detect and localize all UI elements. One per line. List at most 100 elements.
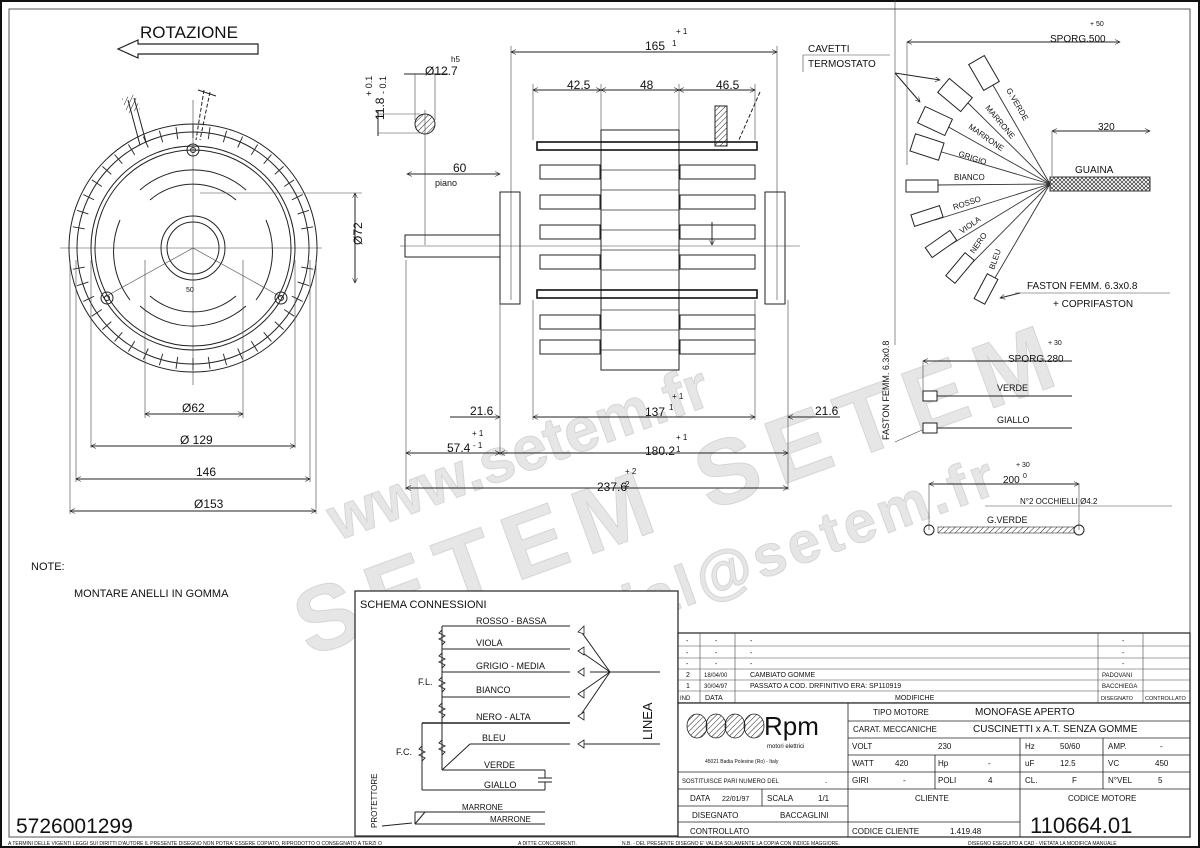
rpm-logo: Rpm motori elettrici 45021 Badia Polesin… (686, 711, 819, 765)
front-view: 50 Ø72 Ø62 Ø 129 146 Ø153 (60, 89, 365, 514)
rotation-arrow-icon (116, 39, 259, 59)
svg-text:VERDE: VERDE (997, 383, 1028, 393)
svg-text:-: - (686, 661, 689, 668)
svg-text:1: 1 (672, 39, 677, 48)
svg-text:CUSCINETTI x A.T. SENZA GOMME: CUSCINETTI x A.T. SENZA GOMME (973, 724, 1138, 735)
svg-text:GIRI: GIRI (852, 776, 868, 785)
svg-text:+ 30: + 30 (1016, 462, 1030, 469)
svg-text:Ø153: Ø153 (194, 497, 224, 511)
svg-text:A DITTE CONCORRENTI.: A DITTE CONCORRENTI. (518, 841, 577, 847)
svg-text:VOLT: VOLT (852, 742, 872, 751)
svg-text:165: 165 (645, 39, 665, 53)
svg-text:h5: h5 (451, 55, 460, 64)
svg-text:PADOVANI: PADOVANI (1102, 673, 1132, 679)
svg-text:+ COPRIFASTON: + COPRIFASTON (1053, 299, 1133, 310)
svg-text:G.VERDE: G.VERDE (1004, 87, 1030, 123)
notes-title: NOTE: (31, 561, 65, 573)
svg-text:18/04/00: 18/04/00 (704, 673, 728, 679)
svg-text:+ 1: + 1 (676, 27, 688, 36)
svg-text:Ø 129: Ø 129 (180, 433, 213, 447)
svg-text:50: 50 (186, 287, 194, 294)
svg-text:200: 200 (1003, 475, 1020, 486)
svg-text:ROTAZIONE: ROTAZIONE (140, 23, 238, 42)
svg-text:CODICE MOTORE: CODICE MOTORE (1068, 794, 1136, 803)
svg-text:PROTETTORE: PROTETTORE (370, 773, 379, 828)
drawing-number: 5726001299 (16, 815, 133, 838)
svg-text:-: - (988, 759, 991, 768)
svg-text:FASTON FEMM. 6.3x0.8: FASTON FEMM. 6.3x0.8 (1027, 281, 1138, 292)
svg-text:-: - (1160, 742, 1163, 751)
svg-text:0: 0 (1023, 473, 1027, 480)
svg-text:+ 0.1: + 0.1 (364, 76, 374, 96)
svg-text:180.2: 180.2 (645, 444, 675, 458)
svg-text:CONTROLLATO: CONTROLLATO (690, 827, 749, 836)
svg-text:MODIFICHE: MODIFICHE (895, 695, 935, 702)
svg-text:N°2 OCCHIELLI Ø4.2: N°2 OCCHIELLI Ø4.2 (1020, 497, 1098, 506)
svg-text:CLIENTE: CLIENTE (915, 794, 949, 803)
svg-text:NERO - ALTA: NERO - ALTA (476, 712, 531, 722)
svg-text:DISEGNATO: DISEGNATO (1101, 696, 1134, 702)
svg-text:-: - (715, 650, 718, 657)
svg-text:F.L.: F.L. (418, 677, 433, 687)
svg-text:G.VERDE: G.VERDE (987, 515, 1028, 525)
svg-text:BIANCO: BIANCO (954, 173, 985, 182)
svg-text:CARAT. MECCANICHE: CARAT. MECCANICHE (853, 725, 937, 734)
svg-text:Hp: Hp (938, 759, 949, 768)
svg-text:ROSSO: ROSSO (952, 194, 982, 211)
svg-text:1: 1 (676, 445, 681, 454)
svg-text:60: 60 (453, 161, 467, 175)
svg-text:DISEGNO ESEGUITO A CAD - VIETA: DISEGNO ESEGUITO A CAD - VIETATA LA MODI… (968, 841, 1117, 847)
capacitor-leads: FASTON FEMM. 6.3x0.8 + 30 SPORG.280 VERD… (881, 0, 1072, 443)
svg-text:Ø72: Ø72 (351, 222, 365, 245)
svg-text:CAVETTI: CAVETTI (808, 44, 849, 55)
svg-text:+ 1: + 1 (672, 392, 684, 401)
svg-text:F.C.: F.C. (396, 747, 412, 757)
lead-wires: CAVETTI TERMOSTATO + 50 SPORG.500 320 GU… (802, 21, 1170, 310)
svg-text:Hz: Hz (1025, 742, 1035, 751)
svg-text:+ 1: + 1 (676, 433, 688, 442)
svg-text:MONOFASE APERTO: MONOFASE APERTO (975, 707, 1075, 718)
svg-text:2: 2 (686, 672, 690, 679)
connection-schema: SCHEMA CONNESSIONI (354, 590, 679, 837)
svg-text:CAMBIATO GOMME: CAMBIATO GOMME (750, 672, 815, 679)
svg-text:Ø62: Ø62 (182, 401, 205, 415)
svg-text:NERO: NERO (968, 231, 989, 255)
svg-text:SOSTITUISCE PARI NUMERO DEL: SOSTITUISCE PARI NUMERO DEL (682, 779, 780, 785)
svg-text:12.5: 12.5 (1060, 759, 1076, 768)
svg-text:BIANCO: BIANCO (476, 685, 511, 695)
svg-text:450: 450 (1155, 759, 1169, 768)
svg-text:MARRONE: MARRONE (462, 803, 503, 812)
shaft-detail: + 0.1 - 0.1 11.8 h5 Ø12.7 60 piano (364, 55, 500, 245)
svg-text:uF: uF (1025, 759, 1034, 768)
svg-text:420: 420 (895, 759, 909, 768)
svg-text:CONTROLLATO: CONTROLLATO (1145, 696, 1186, 702)
motor-code: 110664.01 (1030, 813, 1132, 838)
svg-text:N°VEL: N°VEL (1108, 776, 1133, 785)
svg-text:BACCHIEGA: BACCHIEGA (1102, 684, 1137, 690)
svg-text:A TERMINI DELLE VIGENTI LEGGI: A TERMINI DELLE VIGENTI LEGGI SUI DIRITT… (8, 841, 382, 847)
svg-text:+ 30: + 30 (1048, 340, 1062, 347)
frame-border (8, 8, 1191, 838)
svg-text:PASSATO A COD. DRFINITIVO ERA:: PASSATO A COD. DRFINITIVO ERA: SP110919 (750, 683, 901, 690)
svg-text:-: - (715, 661, 718, 668)
svg-text:-: - (903, 776, 906, 785)
svg-text:22/01/97: 22/01/97 (722, 796, 749, 803)
svg-text:DATA: DATA (690, 794, 711, 803)
svg-text:Rpm: Rpm (764, 711, 819, 741)
svg-text:2: 2 (625, 480, 630, 489)
svg-text:+ 1: + 1 (472, 429, 484, 438)
svg-text:21.6: 21.6 (470, 404, 494, 418)
svg-text:45021 Badia Polesine (Ro) - It: 45021 Badia Polesine (Ro) - Italy (705, 759, 779, 765)
svg-text:VIOLA: VIOLA (476, 638, 503, 648)
svg-text:48: 48 (640, 78, 654, 92)
svg-text:SCALA: SCALA (767, 794, 794, 803)
svg-text:-: - (1122, 661, 1125, 668)
svg-text:42.5: 42.5 (567, 78, 591, 92)
svg-text:-: - (1122, 650, 1125, 657)
svg-text:-: - (750, 650, 753, 657)
svg-text:46.5: 46.5 (716, 78, 740, 92)
svg-text:.: . (825, 776, 827, 785)
svg-text:VC: VC (1108, 759, 1119, 768)
